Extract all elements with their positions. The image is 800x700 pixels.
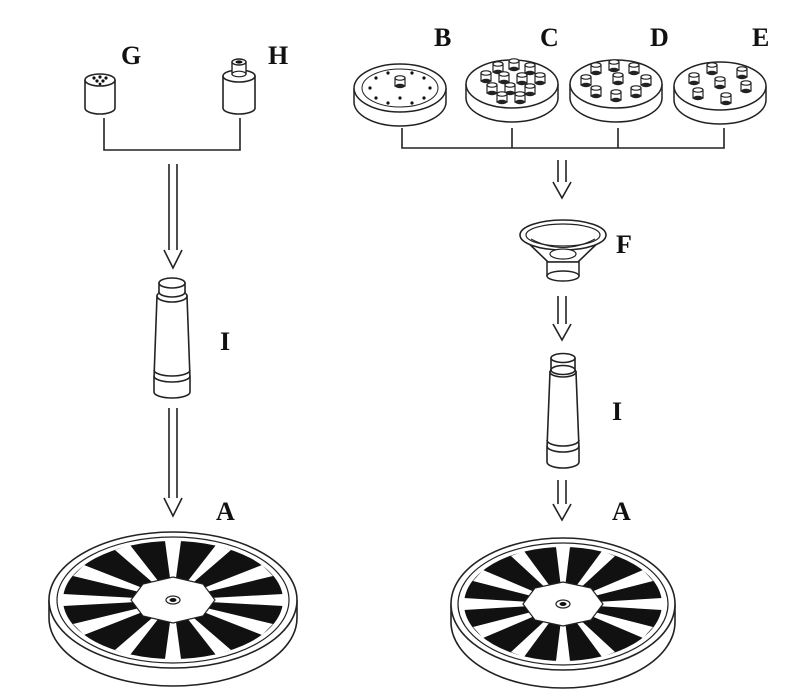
label-g: G	[121, 41, 141, 70]
disc-a-left	[48, 531, 298, 687]
label-d: D	[650, 23, 669, 52]
label-e: E	[752, 23, 769, 52]
label-h: H	[268, 41, 288, 70]
nozzle-cap-h	[222, 58, 256, 115]
arrow-right-1	[552, 160, 572, 200]
label-a-right: A	[612, 497, 631, 526]
disc-a-right	[450, 537, 676, 689]
label-i-left: I	[220, 327, 230, 356]
funnel-f	[519, 219, 607, 282]
adapter-i-right	[546, 352, 580, 469]
label-f: F	[616, 230, 632, 259]
nozzle-cap-g	[84, 73, 116, 115]
nozzle-plate-c	[465, 58, 559, 123]
label-b: B	[434, 23, 451, 52]
label-a-left: A	[216, 497, 235, 526]
nozzle-plate-e	[673, 61, 767, 125]
arrow-left-2	[163, 408, 183, 518]
arrow-right-3	[552, 480, 572, 522]
label-c: C	[540, 23, 559, 52]
label-i-right: I	[612, 397, 622, 426]
nozzle-plate-d	[569, 59, 663, 123]
adapter-i-left	[153, 277, 191, 399]
nozzle-plate-b	[353, 63, 447, 127]
right-bracket	[401, 128, 725, 149]
left-bracket	[103, 118, 241, 151]
arrow-left-1	[163, 164, 183, 270]
arrow-right-2	[552, 296, 572, 342]
